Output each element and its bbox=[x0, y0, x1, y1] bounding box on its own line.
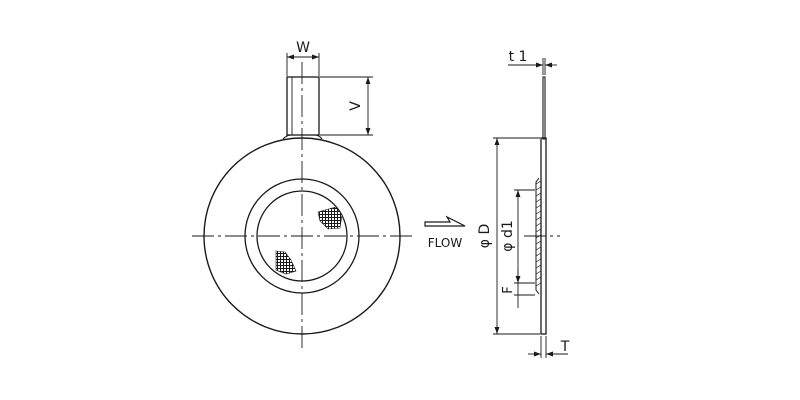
plate-handle bbox=[542, 76, 546, 140]
dim-d1-label: φ d1 bbox=[500, 220, 516, 251]
screen-mesh-hatch bbox=[535, 180, 542, 287]
dim-f-label: F bbox=[501, 286, 516, 293]
flow-label: FLOW bbox=[428, 236, 463, 250]
mesh-patch-lower bbox=[275, 250, 297, 275]
side-view bbox=[493, 58, 568, 358]
dim-t1-label: t 1 bbox=[509, 49, 528, 65]
dim-t-label: T bbox=[560, 339, 570, 355]
flow-arrow bbox=[424, 215, 466, 227]
dim-d-label: φ D bbox=[477, 224, 493, 248]
dim-w-label: W bbox=[296, 40, 310, 56]
mesh-patch-upper bbox=[317, 206, 343, 230]
handle-root bbox=[282, 134, 323, 140]
dim-v-label: V bbox=[348, 101, 364, 111]
front-view bbox=[192, 53, 412, 351]
